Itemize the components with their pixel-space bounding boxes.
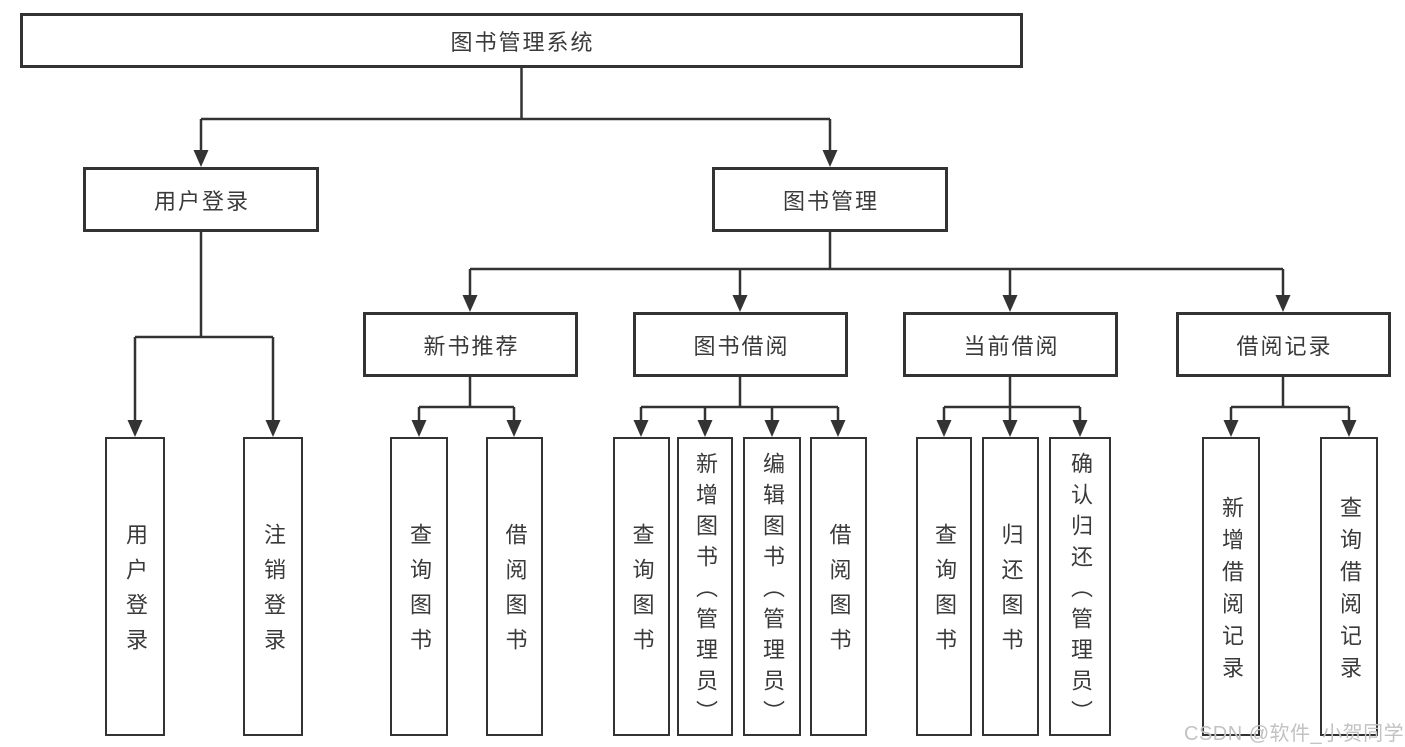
node-label: 当前借阅 — [963, 333, 1060, 359]
node-label: 新增借阅记录 — [1219, 495, 1244, 688]
node-label: 查询借阅记录 — [1337, 495, 1362, 688]
leaf-borrow-books: 借阅图书 — [810, 437, 867, 736]
leaf-edit-books-admin: 编辑图书（管理员） — [743, 437, 801, 736]
node-user-login: 用户登录 — [83, 167, 319, 232]
node-book-management: 图书管理 — [712, 167, 948, 232]
node-label: 借阅图书 — [826, 523, 852, 663]
node-label: 注销登录 — [261, 523, 286, 663]
node-label: 用户登录 — [123, 523, 148, 663]
leaf-user-login: 用户登录 — [105, 437, 165, 736]
node-current-borrow: 当前借阅 — [903, 312, 1118, 377]
csdn-watermark: CSDN @软件_小贺同学 — [1184, 723, 1405, 745]
arrowheads — [127, 150, 1357, 437]
leaf-query-books-borrow: 查询图书 — [613, 437, 670, 736]
node-borrow-records: 借阅记录 — [1176, 312, 1391, 377]
leaf-query-books-recommend: 查询图书 — [390, 437, 448, 736]
node-label: 确认归还（管理员） — [1068, 451, 1093, 731]
node-label: 图书借阅 — [693, 333, 790, 359]
node-label: 图书管理 — [782, 188, 879, 214]
leaf-return-books: 归还图书 — [982, 437, 1039, 736]
node-label: 查询图书 — [407, 523, 432, 663]
node-label: 新书推荐 — [423, 333, 520, 359]
node-label: 借阅记录 — [1236, 333, 1333, 359]
node-label: 归还图书 — [998, 523, 1024, 663]
node-root-book-management-system: 图书管理系统 — [20, 13, 1023, 68]
node-label: 查询图书 — [629, 523, 655, 663]
node-label: 借阅图书 — [502, 523, 528, 663]
node-label: 编辑图书（管理员） — [760, 451, 785, 731]
node-book-borrow: 图书借阅 — [633, 312, 848, 377]
node-label: 新增图书（管理员） — [693, 451, 718, 731]
leaf-add-books-admin: 新增图书（管理员） — [677, 437, 733, 736]
node-new-book-recommend: 新书推荐 — [363, 312, 578, 377]
node-label: 查询图书 — [932, 523, 957, 663]
leaf-query-books-current: 查询图书 — [916, 437, 972, 736]
leaf-logout: 注销登录 — [243, 437, 303, 736]
leaf-confirm-return-admin: 确认归还（管理员） — [1049, 437, 1111, 736]
leaf-borrow-books-recommend: 借阅图书 — [486, 437, 543, 736]
leaf-query-borrow-record: 查询借阅记录 — [1320, 437, 1378, 736]
node-label: 用户登录 — [153, 188, 250, 214]
node-label: 图书管理系统 — [450, 29, 595, 55]
leaf-add-borrow-record: 新增借阅记录 — [1202, 437, 1260, 736]
